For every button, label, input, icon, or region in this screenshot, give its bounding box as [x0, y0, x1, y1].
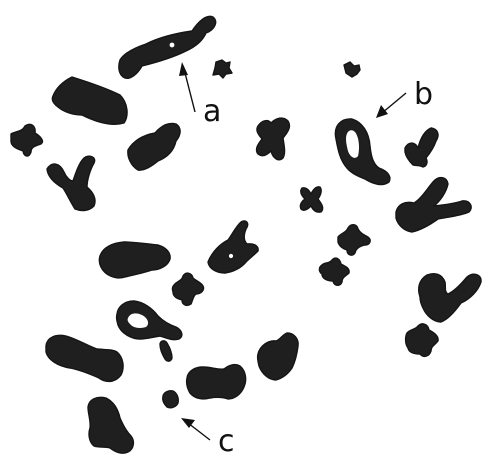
chromosome-large-4: [99, 242, 170, 278]
chromosome-a: [119, 16, 216, 78]
chromosome-large-12: [46, 335, 123, 381]
chromosome-small-cross-3: [344, 62, 360, 77]
chromosome-medium-5: [208, 221, 258, 273]
chromosome-small-cross-2: [11, 124, 42, 156]
chromosome-medium-14: [187, 365, 246, 399]
label-b: b: [414, 77, 433, 112]
chromosome-large-15: [88, 397, 133, 453]
centromere-a: [170, 43, 175, 48]
label-c: c: [218, 424, 235, 459]
chromosome-v-shaped-4: [419, 274, 481, 322]
label-a: a: [203, 94, 221, 129]
chromosome-small-x-4: [300, 187, 322, 212]
chromosome-small-cross-8: [172, 273, 203, 305]
chromosome-small-cross-1: [213, 60, 232, 78]
arrow-c: [181, 418, 210, 440]
chromosome-small-cross-7: [319, 258, 349, 285]
chromosome-large-2: [52, 77, 127, 124]
chromosome-medium-13: [258, 333, 299, 380]
centromere-5: [229, 254, 233, 258]
chromosome-b: [335, 119, 390, 185]
chromosome-v-shaped-1: [47, 156, 95, 210]
chromosome-c: [163, 391, 179, 408]
chromosome-small-10: [160, 341, 172, 361]
chromosome-v-shaped-2: [405, 128, 438, 167]
chromosome-v-shaped-3: [396, 178, 471, 232]
chromosome-x-shaped-1: [257, 118, 290, 160]
chromosome-medium-3: [128, 123, 180, 170]
chromosome-ring-9: [117, 301, 182, 340]
arrow-b: [376, 93, 406, 118]
chromosome-small-cross-6: [338, 225, 370, 255]
arrow-a: [179, 62, 195, 112]
chromosome-small-cross-11: [406, 324, 439, 356]
